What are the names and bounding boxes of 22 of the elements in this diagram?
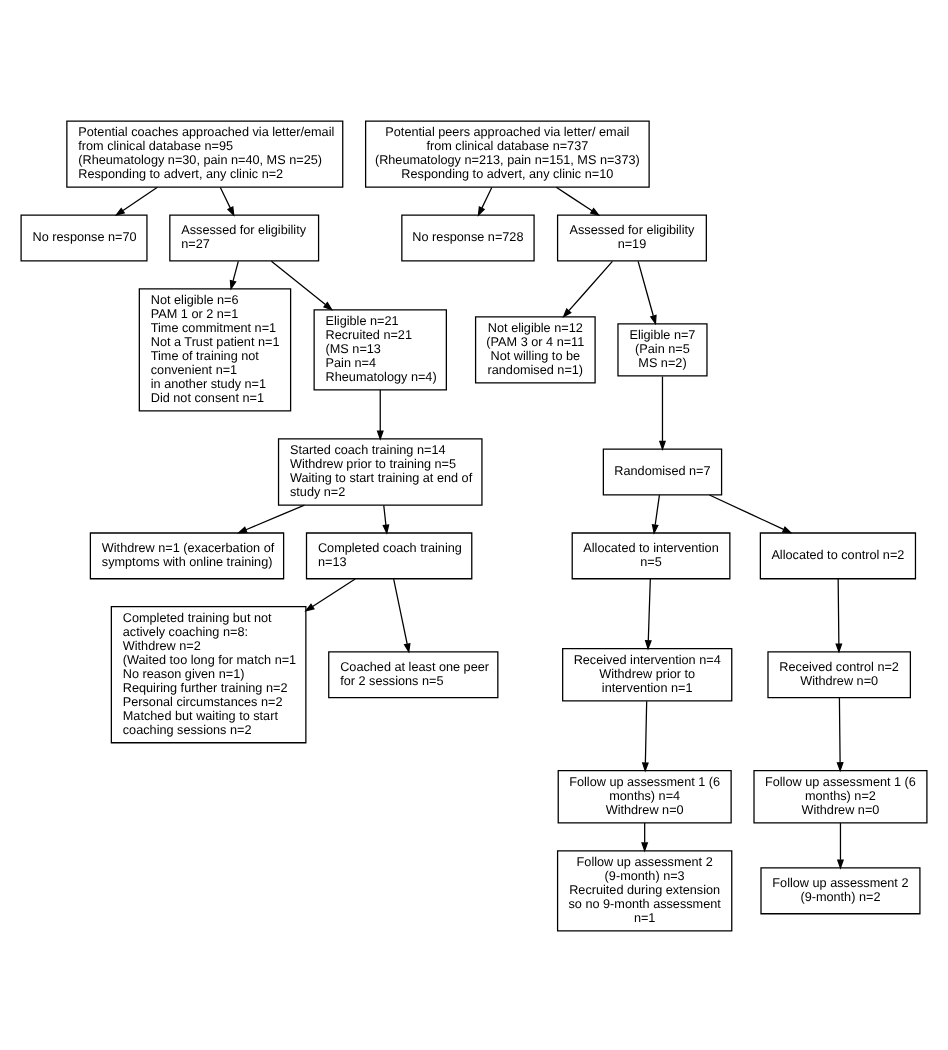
arrow <box>836 821 845 869</box>
arrow <box>641 699 649 772</box>
arrow <box>562 259 614 318</box>
arrow <box>477 185 493 216</box>
arrow <box>382 503 390 534</box>
arrow <box>708 493 793 533</box>
arrow <box>835 577 843 653</box>
arrow <box>641 821 649 852</box>
arrow <box>836 696 844 772</box>
arrow <box>658 374 667 450</box>
arrow <box>114 185 159 216</box>
arrow <box>270 259 334 310</box>
arrow <box>651 493 661 534</box>
arrow <box>237 503 306 533</box>
arrow <box>555 185 601 215</box>
arrow <box>229 259 239 290</box>
arrow <box>304 577 356 611</box>
arrow <box>393 577 411 653</box>
arrow <box>644 577 652 650</box>
arrow <box>637 259 657 325</box>
arrow <box>376 388 384 440</box>
arrow <box>219 185 235 216</box>
